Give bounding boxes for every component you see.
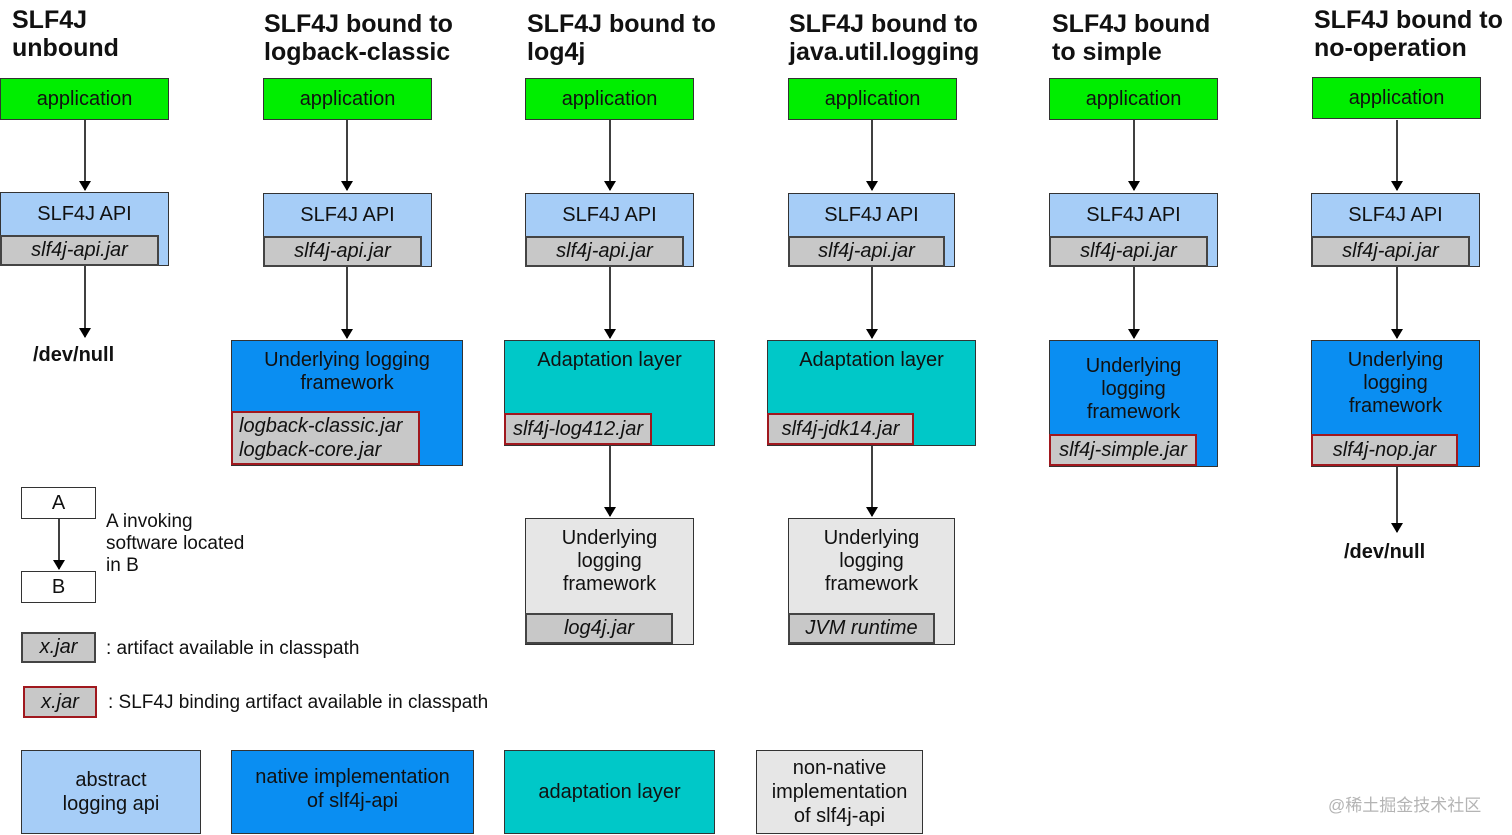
- legend-binding-jar: x.jar: [23, 686, 97, 718]
- framework-line: Underlying: [1347, 349, 1444, 371]
- framework-line: framework: [562, 573, 657, 595]
- column-title-jul: SLF4J bound to java.util.logging: [789, 10, 979, 66]
- legend-adaptation: adaptation layer: [504, 750, 715, 834]
- framework-line: logging: [1363, 372, 1428, 394]
- jar-artifact: slf4j-api.jar: [1311, 236, 1470, 267]
- framework-line: logging: [1101, 378, 1166, 400]
- legend-artifact-text: : artifact available in classpath: [106, 638, 360, 659]
- title-line: java.util.logging: [789, 38, 980, 66]
- framework-line: framework: [1086, 401, 1181, 423]
- title-line: unbound: [12, 34, 119, 62]
- legend-line: software located: [106, 533, 245, 554]
- api-label: SLF4J API: [37, 203, 132, 225]
- legend-line: A invoking: [106, 511, 193, 532]
- jar-line: logback-classic.jar: [239, 415, 403, 437]
- jar-artifact: slf4j-api.jar: [525, 236, 684, 267]
- title-line: SLF4J: [12, 6, 88, 34]
- application-box: application: [788, 78, 957, 120]
- framework-line: Underlying: [561, 527, 658, 549]
- column-title-log4j: SLF4J bound to log4j: [527, 10, 716, 66]
- column-title-unbound: SLF4J unbound: [12, 6, 119, 62]
- legend-non-native: non-native implementation of slf4j-api: [756, 750, 923, 834]
- application-box: application: [263, 78, 432, 120]
- adaptation-label: Adaptation layer: [537, 349, 682, 371]
- legend-line: of slf4j-api: [793, 805, 886, 827]
- jar-line: logback-core.jar: [239, 439, 382, 461]
- application-box: application: [1049, 78, 1218, 120]
- framework-line: framework: [1348, 395, 1443, 417]
- legend-box-a: A: [21, 487, 96, 519]
- legend-line: adaptation layer: [538, 780, 681, 803]
- framework-line: framework: [300, 372, 394, 394]
- framework-line: logging: [577, 550, 642, 572]
- legend-line: in B: [106, 555, 139, 576]
- api-label: SLF4J API: [1348, 204, 1443, 226]
- framework-line: logging: [839, 550, 904, 572]
- title-line: SLF4J bound to: [789, 10, 978, 38]
- legend-invoke-text: A invoking software located in B: [106, 511, 244, 577]
- framework-line: Underlying: [823, 527, 920, 549]
- legend-line: implementation: [771, 781, 908, 803]
- legend-line: native implementation: [255, 766, 450, 788]
- api-label: SLF4J API: [824, 204, 919, 226]
- api-label: SLF4J API: [300, 204, 395, 226]
- column-title-simple: SLF4J bound to simple: [1052, 10, 1210, 66]
- api-label: SLF4J API: [562, 204, 657, 226]
- title-line: SLF4J bound: [1052, 10, 1211, 38]
- framework-line: Underlying: [1085, 355, 1182, 377]
- title-line: SLF4J bound to: [264, 10, 453, 38]
- legend-artifact-jar: x.jar: [21, 632, 96, 663]
- binding-jar-artifact: slf4j-jdk14.jar: [767, 413, 914, 445]
- dev-null-label: /dev/null: [33, 344, 115, 366]
- legend-box-b: B: [21, 571, 96, 603]
- title-line: logback-classic: [264, 38, 451, 66]
- jar-artifact: log4j.jar: [525, 613, 673, 644]
- application-box: application: [1312, 77, 1481, 119]
- title-line: log4j: [527, 38, 586, 66]
- title-line: no-operation: [1314, 34, 1467, 62]
- api-label: SLF4J API: [1086, 204, 1181, 226]
- legend-line: of slf4j-api: [306, 790, 399, 812]
- dev-null-label: /dev/null: [1344, 541, 1426, 563]
- legend-line: logging api: [62, 793, 160, 815]
- jar-artifact: slf4j-api.jar: [263, 236, 422, 267]
- legend-abstract-api: abstract logging api: [21, 750, 201, 834]
- column-title-logback: SLF4J bound to logback-classic: [264, 10, 453, 66]
- watermark: @稀土掘金技术社区: [1328, 796, 1482, 815]
- legend-binding-text: : SLF4J binding artifact available in cl…: [108, 692, 489, 713]
- framework-line: framework: [824, 573, 919, 595]
- binding-jar-artifact: logback-classic.jar logback-core.jar: [231, 411, 420, 465]
- application-box: application: [0, 78, 169, 120]
- legend-native-impl: native implementation of slf4j-api: [231, 750, 474, 834]
- binding-jar-artifact: slf4j-nop.jar: [1311, 434, 1458, 466]
- title-line: SLF4J bound to: [527, 10, 716, 38]
- jar-artifact: slf4j-api.jar: [1049, 236, 1208, 267]
- application-box: application: [525, 78, 694, 120]
- jar-artifact: slf4j-api.jar: [0, 235, 159, 266]
- legend-line: abstract: [75, 769, 147, 791]
- binding-jar-artifact: slf4j-log412.jar: [504, 413, 652, 445]
- column-title-nop: SLF4J bound to no-operation: [1314, 6, 1503, 62]
- adaptation-label: Adaptation layer: [799, 349, 944, 371]
- legend-line: non-native: [792, 757, 887, 779]
- jar-artifact: slf4j-api.jar: [788, 236, 945, 267]
- binding-jar-artifact: slf4j-simple.jar: [1049, 434, 1197, 466]
- title-line: to simple: [1052, 38, 1162, 66]
- framework-line: Underlying logging: [264, 349, 430, 371]
- title-line: SLF4J bound to: [1314, 6, 1503, 34]
- jar-artifact: JVM runtime: [788, 613, 935, 644]
